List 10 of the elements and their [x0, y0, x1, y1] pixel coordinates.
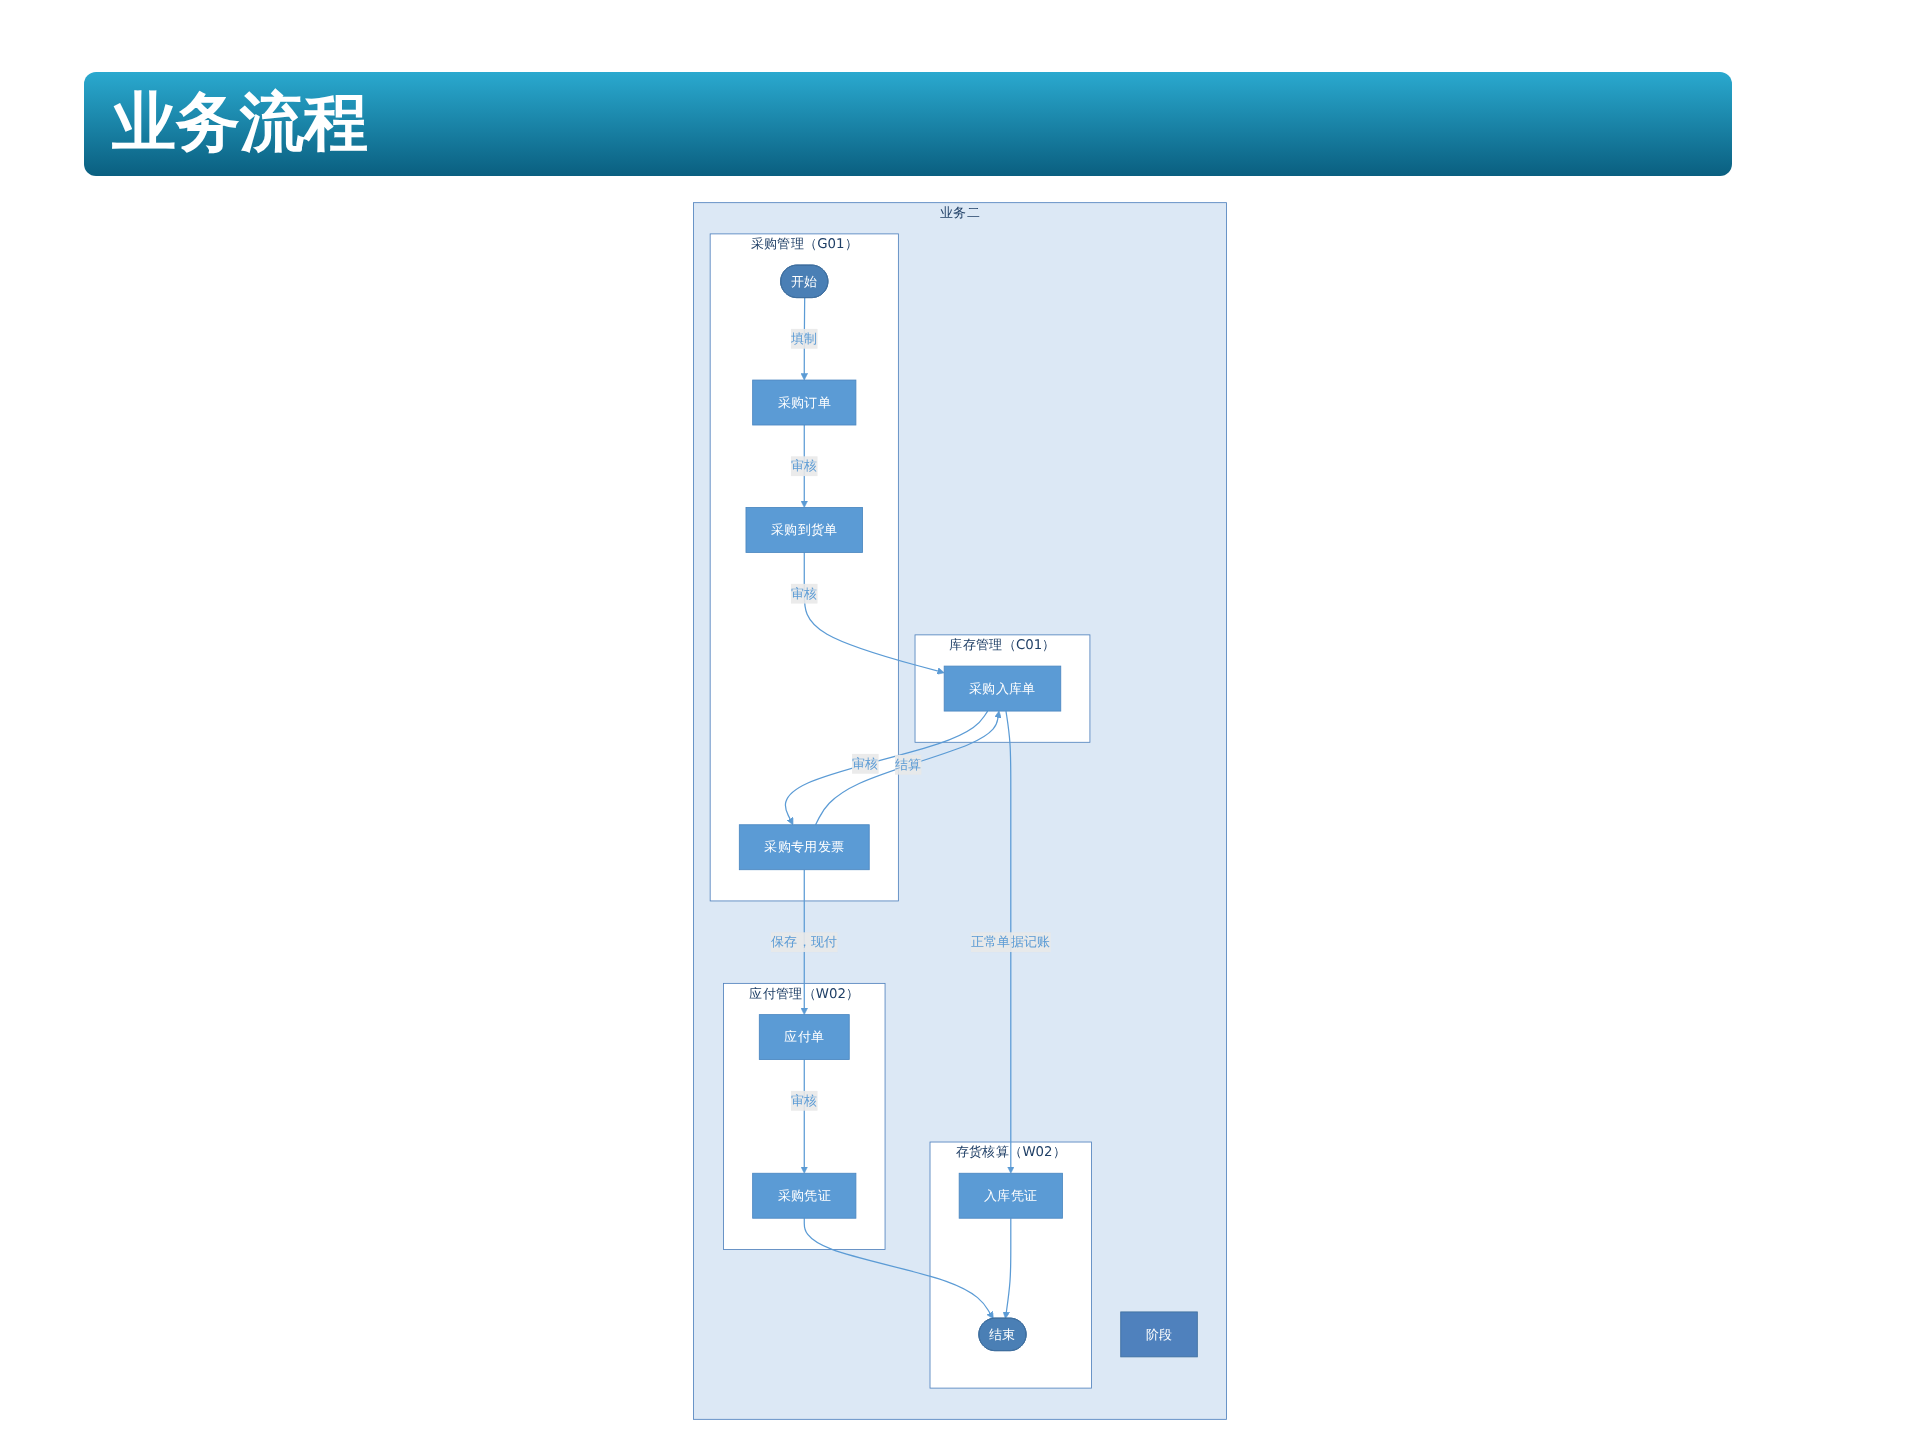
arrow	[1002, 1217, 1012, 1319]
arrow	[1005, 710, 1015, 1174]
arrow	[803, 551, 945, 675]
arrow	[784, 710, 989, 826]
arrow	[800, 297, 808, 381]
arrow	[800, 1058, 808, 1174]
arrow	[803, 1217, 994, 1320]
arrow	[800, 424, 808, 508]
slide-title: 业务流程	[84, 72, 1732, 176]
arrow	[814, 710, 1002, 826]
